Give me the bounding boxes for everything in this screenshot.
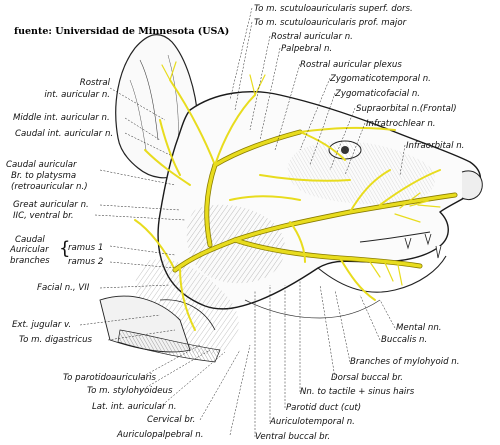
- label-zygomaticotemporal: Zygomaticotemporal n.: [330, 74, 431, 84]
- label-caudal-branches-1: Caudal: [15, 235, 45, 245]
- label-caudal-branches-2: Auricular: [10, 245, 49, 255]
- muscle-shading: [135, 141, 435, 355]
- brace-icon: {: [59, 238, 71, 259]
- label-digastricus: To m. digastricus: [19, 335, 92, 345]
- label-facial: Facial n., VII: [37, 283, 90, 293]
- label-auriculotemporal: Auriculotemporal n.: [270, 417, 355, 427]
- label-supraorbital: Supraorbital n.(Frontal): [356, 104, 457, 114]
- label-ext-jugular: Ext. jugular v.: [12, 320, 72, 330]
- label-infraorbital: Infraorbital n.: [406, 141, 465, 151]
- label-caudal-auricular: Caudal auricular: [6, 160, 77, 170]
- label-parotidoauricularis: To parotidoauricularis: [63, 373, 157, 383]
- label-infratrochlear: Infratrochlear n.: [366, 119, 436, 129]
- label-caudal-int: Caudal int. auricular n.: [15, 129, 114, 139]
- label-retroauricular: (retroauricular n.): [11, 182, 88, 192]
- label-buccalis: Buccalis n.: [381, 335, 428, 345]
- facial-nerve-branches: [134, 61, 458, 331]
- label-caudal-branches-3: branches: [10, 256, 50, 266]
- label-ramus1: ramus 1: [68, 243, 104, 253]
- label-zygomaticofacial: Zygomaticofacial n.: [335, 89, 421, 99]
- label-stylohyoideus: To m. stylohyoideus: [87, 386, 173, 396]
- label-palpebral: Palpebral n.: [281, 44, 333, 54]
- leader-lines: [79, 7, 406, 437]
- label-scut-prof-major: To m. scutuloauricularis prof. major: [254, 18, 407, 28]
- label-scut-superf-dors: To m. scutuloauricularis superf. dors.: [254, 4, 413, 14]
- label-tactile: Nn. to tactile + sinus hairs: [300, 387, 415, 397]
- label-mental: Mental nn.: [396, 323, 442, 333]
- label-br-platysma: Br. to platysma: [11, 171, 77, 181]
- label-lat-int-auricular: Lat. int. auricular n.: [92, 402, 177, 412]
- label-auriculopalpebral: Auriculopalpebral n.: [117, 430, 204, 440]
- label-great-auricular: Great auricular n.: [13, 200, 89, 210]
- label-ramus2: ramus 2: [68, 257, 104, 267]
- label-mylohyoid: Branches of mylohyoid n.: [350, 357, 460, 367]
- source-credit: fuente: Universidad de Minnesota (USA): [14, 26, 230, 37]
- label-rostral-plexus: Rostral auricular plexus: [300, 60, 402, 70]
- label-rostral-int-1: Rostral: [79, 78, 110, 88]
- label-parotid-duct: Parotid duct (cut): [286, 403, 362, 413]
- label-middle-int: Middle int. auricular n.: [13, 113, 110, 123]
- label-rostral-int-2: int. auricular n.: [44, 90, 110, 100]
- label-ventral-buccal: Ventral buccal br.: [255, 432, 331, 442]
- label-cervical: Cervical br.: [147, 415, 196, 425]
- label-iic-ventral: IIC, ventral br.: [13, 211, 74, 221]
- label-rostral-auricular: Rostral auricular n.: [271, 32, 353, 42]
- label-dorsal-buccal: Dorsal buccal br.: [331, 373, 403, 383]
